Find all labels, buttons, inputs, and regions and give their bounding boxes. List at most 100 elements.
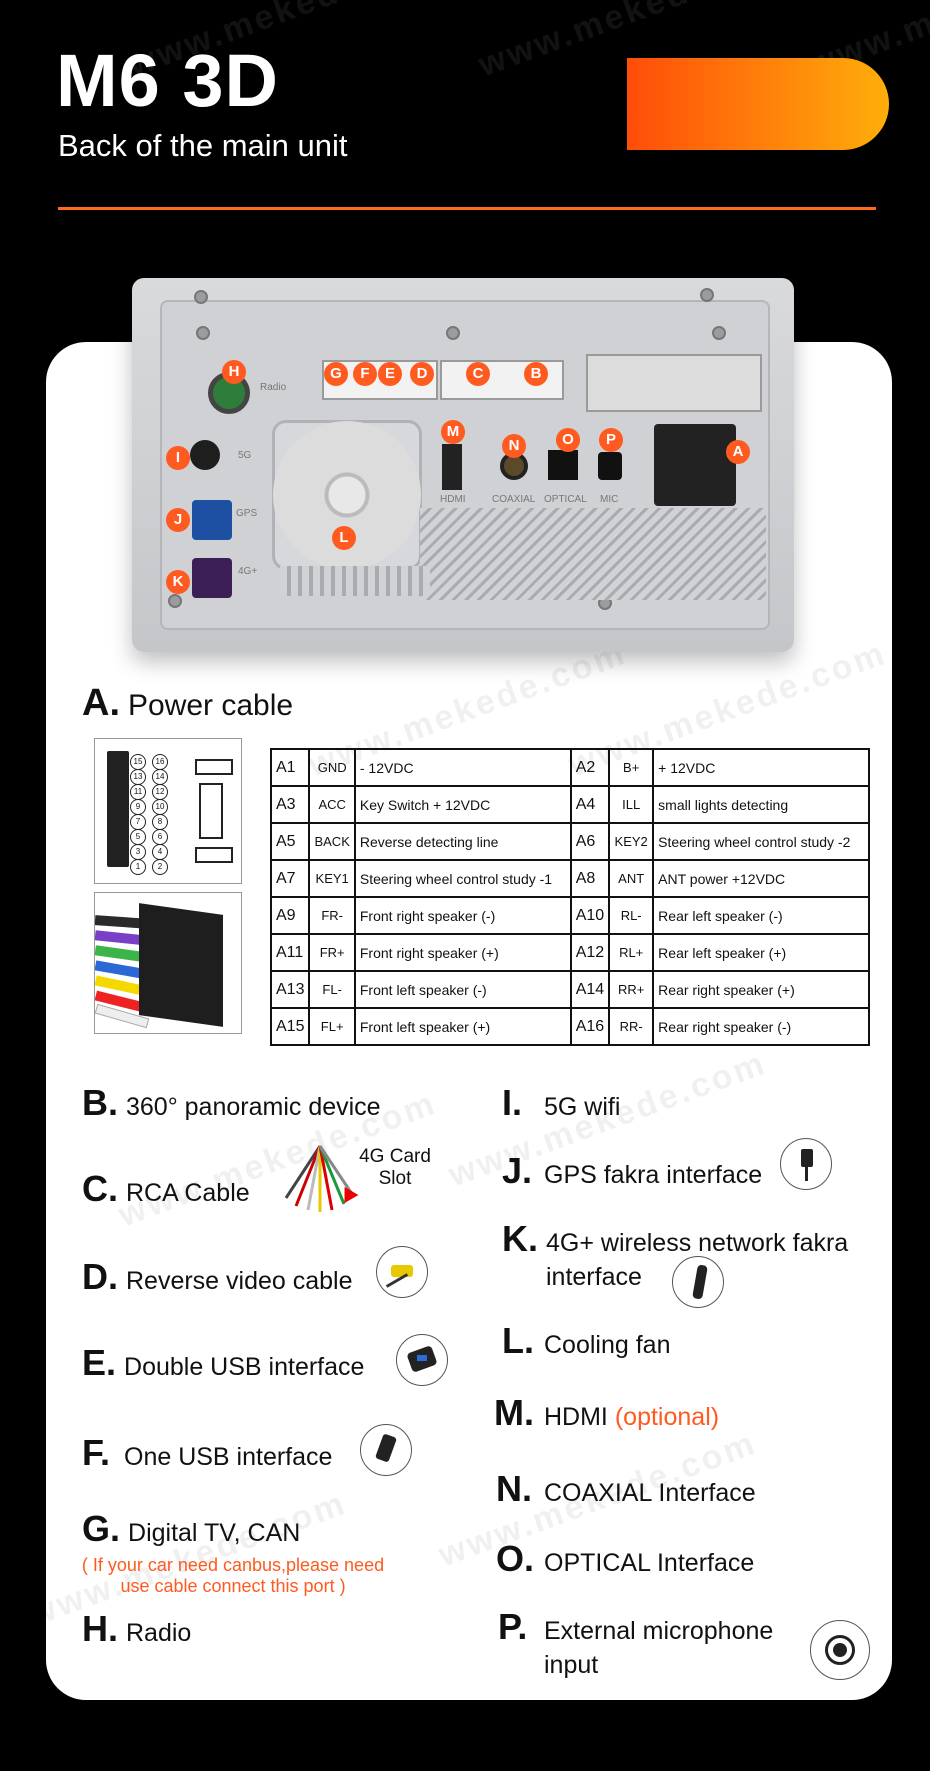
feature-o: O.OPTICAL Interface [496, 1538, 754, 1580]
feature-label: 4G+ wireless network fakra interface [546, 1229, 849, 1291]
table-cell: RL- [608, 896, 655, 935]
pin-number: 4 [152, 844, 168, 860]
pin-key-top [195, 759, 233, 775]
feature-label: 360° panoramic device [126, 1093, 381, 1121]
heatsink-lower [280, 566, 430, 596]
feature-label: Radio [126, 1619, 192, 1647]
feature-label: RCA Cable [126, 1179, 250, 1207]
table-cell: GND [308, 748, 356, 787]
table-cell: BACK [308, 822, 356, 861]
pin-number: 15 [130, 754, 146, 770]
pin-number: 11 [130, 784, 146, 800]
double-usb-cable-icon [396, 1334, 448, 1386]
screw [712, 326, 726, 340]
page-title: M6 3D [56, 39, 279, 122]
mic-port [598, 452, 622, 480]
feature-d: D.Reverse video cable [82, 1256, 353, 1298]
feature-letter: L. [502, 1320, 534, 1361]
power-socket [654, 424, 736, 506]
port-label-optical: OPTICAL [544, 494, 587, 505]
rca-cable-icon [276, 1138, 356, 1218]
pin-key-mid [199, 783, 223, 839]
section-letter: A. [82, 682, 120, 724]
feature-c: C.RCA Cable [82, 1168, 250, 1210]
hdmi-port [442, 444, 462, 490]
pin-number: 13 [130, 769, 146, 785]
sim-slot-cover [586, 354, 762, 412]
table-cell: A16 [569, 1007, 611, 1046]
table-cell: A7 [269, 859, 311, 898]
pin-number: 9 [130, 799, 146, 815]
marker-o: O [556, 428, 580, 452]
table-cell: + 12VDC [652, 748, 870, 787]
pin-key-bottom [195, 847, 233, 863]
feature-l: L.Cooling fan [502, 1320, 670, 1362]
page-subtitle: Back of the main unit [58, 128, 348, 163]
marker-g: G [324, 362, 348, 386]
screw [194, 290, 208, 304]
feature-m: M.HDMI (optional) [494, 1392, 719, 1434]
table-cell: Rear right speaker (-) [652, 1007, 870, 1046]
table-cell: KEY2 [608, 822, 655, 861]
table-cell: A8 [569, 859, 611, 898]
pin-connector-housing [107, 751, 129, 867]
feature-f: F.One USB interface [82, 1432, 332, 1474]
table-cell: A3 [269, 785, 311, 824]
feature-h: H. Radio [82, 1608, 191, 1650]
pin-number: 3 [130, 844, 146, 860]
pin-diagram [94, 738, 242, 884]
feature-label: OPTICAL Interface [544, 1549, 755, 1577]
table-cell: KEY1 [308, 859, 356, 898]
pin-number: 8 [152, 814, 168, 830]
fiveg-port [190, 440, 220, 470]
feature-letter: H. [82, 1608, 118, 1649]
marker-b: B [524, 362, 548, 386]
pin-number: 14 [152, 769, 168, 785]
port-label-coaxial: COAXIAL [492, 494, 536, 505]
fourg-cable-icon [672, 1256, 724, 1308]
table-cell: A1 [269, 748, 311, 787]
feature-label: GPS fakra interface [544, 1161, 763, 1189]
gps-fakra-port [192, 500, 232, 540]
feature-k: K.4G+ wireless network fakra interface [502, 1218, 882, 1294]
feature-g: G.Digital TV, CAN [82, 1508, 300, 1550]
table-cell: A5 [269, 822, 311, 861]
table-cell: Rear left speaker (+) [652, 933, 870, 972]
port-label-mic: MIC [600, 494, 619, 505]
single-usb-cable-icon [360, 1424, 412, 1476]
feature-letter: K. [502, 1218, 538, 1259]
pin-number: 1 [130, 859, 146, 875]
table-cell: FR+ [308, 933, 356, 972]
pin-number: 5 [130, 829, 146, 845]
heatsink [420, 508, 766, 600]
table-cell: Front right speaker (-) [353, 896, 572, 935]
feature-label: COAXIAL Interface [544, 1479, 756, 1507]
table-cell: RR- [608, 1007, 655, 1046]
feature-label: Reverse video cable [126, 1267, 353, 1295]
table-cell: A9 [269, 896, 311, 935]
marker-m: M [441, 420, 465, 444]
power-cable-heading: A.Power cable [82, 682, 293, 725]
marker-i: I [166, 446, 190, 470]
brand-accent-shape [627, 58, 889, 150]
table-cell: A13 [269, 970, 311, 1009]
pin-number: 12 [152, 784, 168, 800]
feature-letter: G. [82, 1508, 121, 1549]
feature-n: N.COAXIAL Interface [496, 1468, 756, 1510]
header-divider [58, 207, 876, 210]
pin-number: 6 [152, 829, 168, 845]
table-cell: FL+ [308, 1007, 356, 1046]
feature-p: P.External microphone input [498, 1609, 818, 1682]
marker-f: F [353, 362, 377, 386]
table-cell: Front right speaker (+) [353, 933, 572, 972]
marker-e: E [378, 362, 402, 386]
port-label-4g: 4G+ [238, 566, 258, 577]
marker-p: P [599, 428, 623, 452]
port-label-5g: 5G [238, 450, 252, 461]
feature-label: 5G wifi [544, 1093, 621, 1121]
